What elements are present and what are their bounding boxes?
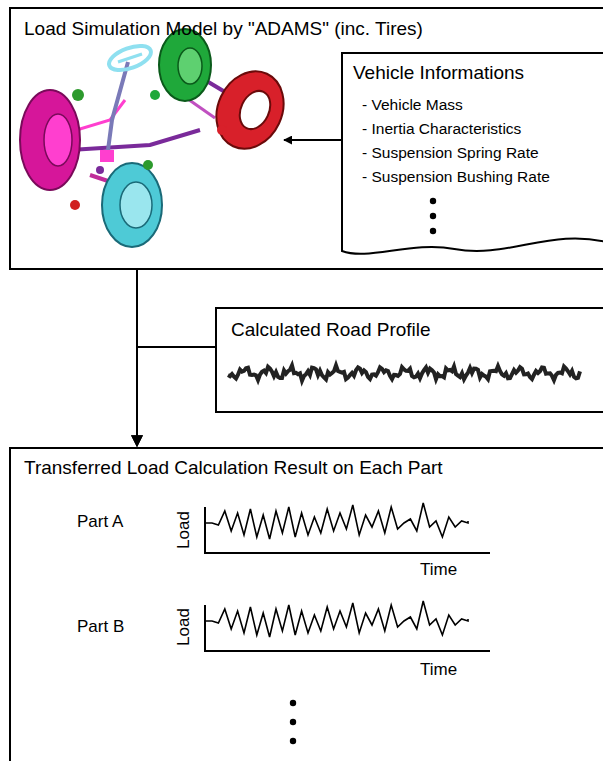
panel-box: Transferred Load Calculation Result on E… <box>9 447 603 761</box>
road-profile <box>228 365 580 380</box>
axis-label: Load <box>174 511 194 549</box>
flow-arrow <box>137 347 215 446</box>
axis-label: Time <box>420 660 457 680</box>
load-signal <box>205 503 468 539</box>
list-item: - Suspension Bushing Rate <box>353 165 599 189</box>
info-arrow <box>284 139 350 141</box>
list-item: - Vehicle Mass <box>353 93 599 117</box>
list-item: - Inertia Characteristics <box>353 117 599 141</box>
box-heading: Transferred Load Calculation Result on E… <box>24 456 594 480</box>
part-name: Part A <box>77 512 123 532</box>
box-heading: Vehicle Informations <box>353 61 599 85</box>
list-item: - Suspension Spring Rate <box>353 141 599 165</box>
load-signal <box>205 601 468 637</box>
axis-label: Load <box>174 608 194 646</box>
axis-label: Time <box>420 560 457 580</box>
document-shape: Vehicle Informations - Vehicle Mass- Iner… <box>341 52 603 261</box>
vehicle-model <box>20 29 296 247</box>
panel-box: Load Simulation Model by "ADAMS" (inc. T… <box>9 7 603 270</box>
box-heading: Calculated Road Profile <box>231 318 594 342</box>
signal-strokes <box>205 365 580 637</box>
box-heading: Load Simulation Model by "ADAMS" (inc. T… <box>24 17 594 41</box>
panel-box: Calculated Road Profile <box>215 307 603 413</box>
continuation-dots <box>290 700 296 744</box>
part-name: Part B <box>77 617 124 637</box>
graph-axes <box>205 507 490 651</box>
